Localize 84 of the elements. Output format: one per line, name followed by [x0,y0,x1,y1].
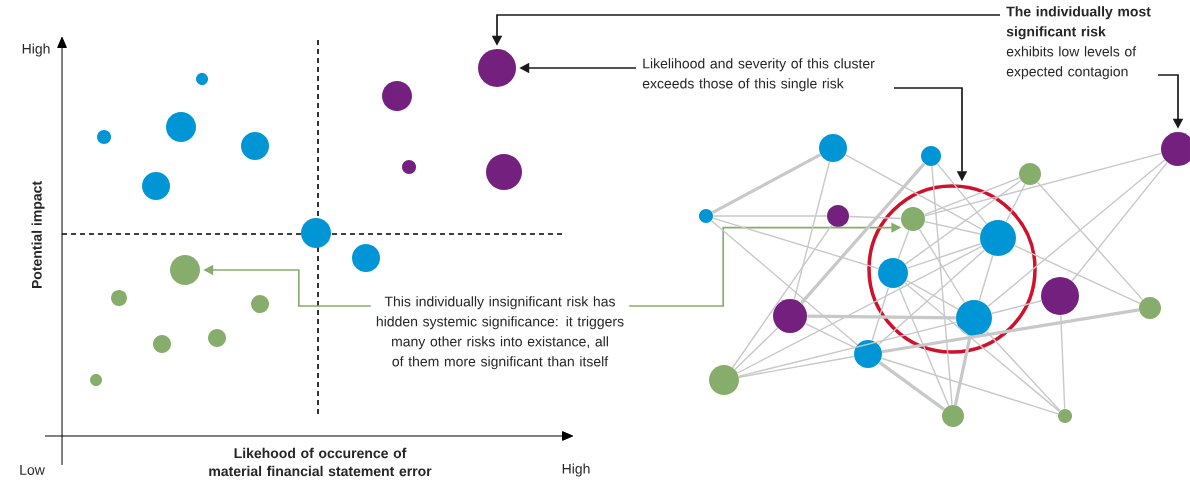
bubble [90,374,102,386]
network-link [793,161,831,301]
network-link [898,286,950,407]
network-link [904,179,1022,265]
network-link [1013,244,1141,304]
network-node [819,134,847,162]
network-link [918,228,966,304]
network-node [980,220,1016,256]
network-node [827,205,849,227]
network-link [734,327,779,371]
axis-title: Likehood of occurence of material financial statement error [209,447,432,477]
network-link [878,361,945,411]
network-node [921,146,941,166]
bubble [170,255,200,285]
network-link [877,249,986,346]
network-link [881,308,1140,354]
network-node [709,365,739,395]
bubble [382,81,412,111]
bubble [486,154,522,190]
cluster-ring [867,184,1037,354]
bubble [352,244,380,272]
network-node [1041,277,1079,315]
network-link [924,152,1163,217]
bubble [301,218,331,248]
network-link [848,215,902,220]
network-link [738,355,855,378]
network-link [712,217,880,270]
network-link [990,300,1043,315]
network-link [906,243,982,269]
bubble [208,329,226,347]
network-link [936,163,988,225]
network-node [1058,409,1072,423]
axis-label: High [22,43,50,57]
network-link [710,219,858,346]
network-link [731,224,833,369]
network-link [711,153,822,214]
annotation-text: This individually insignificant risk has hidden systemic significance: it triggers many other risks into existance, all of them more significant than itself [376,296,624,370]
axis-label: High [562,463,590,477]
bubble [478,49,516,87]
bubble [241,132,269,160]
network-node [773,299,807,333]
network-link [897,229,910,260]
bubble [402,160,416,174]
network-link [904,282,1061,413]
network-link [905,279,959,310]
bubble [111,290,127,306]
network-link [712,215,828,217]
network-link [1060,314,1066,410]
bubble [97,130,111,144]
bubble [153,335,171,353]
network-node [942,405,964,427]
network-link [807,314,956,320]
network-link [923,177,1021,216]
network-node [1161,132,1190,166]
network-link [844,154,983,230]
bubble [251,295,269,313]
network-link [804,322,856,349]
bubble [142,172,170,200]
axis-title: Potential impact [31,181,45,289]
bubble [166,112,196,142]
network-link [1071,161,1168,282]
network-link [978,254,994,302]
network-link [736,245,983,374]
network-link [987,159,1166,308]
network-node [956,300,992,336]
network-link [800,162,926,305]
network-link [1036,181,1144,301]
annotation-text: Likelihood and severity of this cluster exceeds those of this single risk [642,58,875,92]
network-node [854,340,882,368]
annotation-text: The individually most significant risk exhibits low levels of expected contagion [1006,6,1151,80]
network-link [931,165,953,406]
network-link [1005,183,1026,223]
network-link [738,321,958,378]
axis-label: Low [20,465,45,475]
network-node [699,209,713,223]
network-node [878,258,908,288]
network-node [1139,297,1161,319]
network-link [871,286,890,342]
network-link [924,220,981,235]
network-link [880,357,1059,415]
network-link [985,330,1061,412]
network-node [901,207,925,231]
bubble [196,73,208,85]
network-node [1019,163,1041,185]
